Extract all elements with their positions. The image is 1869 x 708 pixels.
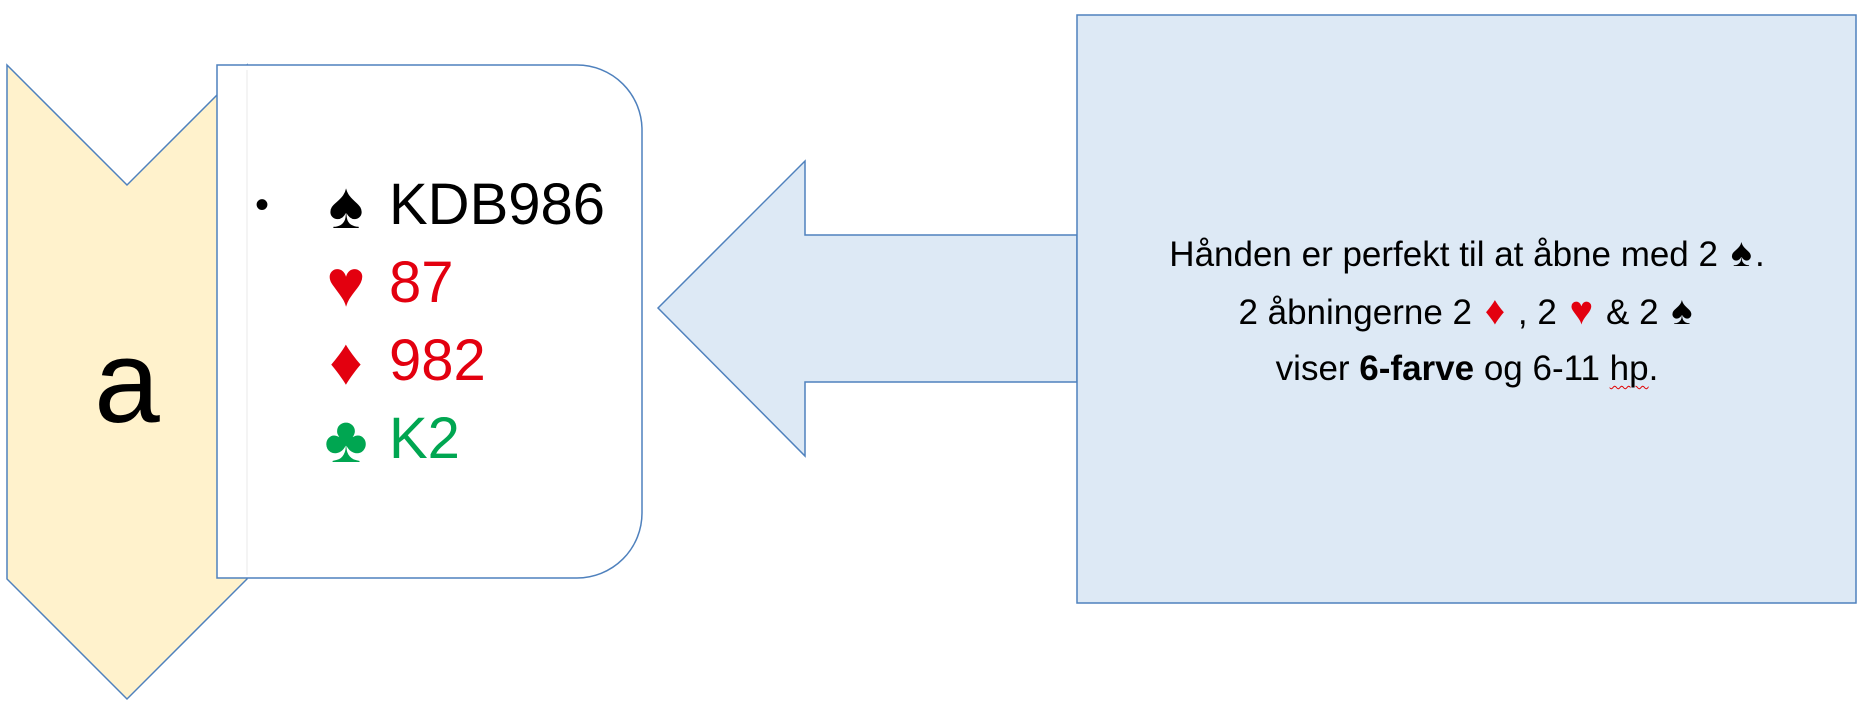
chevron-shape: [6, 63, 248, 701]
explanation-text: Hånden er perfekt til at åbne med 2 ♠. 2…: [1082, 225, 1852, 397]
spade-icon: ♠: [328, 168, 364, 242]
spade-holding: KDB986: [389, 172, 606, 237]
chevron-label: a: [94, 316, 160, 448]
explanation-line-2-a: 2 åbningerne 2: [1238, 293, 1472, 332]
diamond-icon: ♦: [329, 324, 363, 398]
diamond-holding: 982: [389, 328, 486, 393]
hp-abbreviation: hp: [1609, 349, 1649, 388]
explanation-box: [1076, 14, 1857, 604]
hand-row-clubs: ♣ K2: [255, 399, 460, 479]
club-icon: ♣: [324, 402, 368, 476]
explanation-line-3-b: og 6-11: [1474, 349, 1610, 388]
club-holding: K2: [389, 406, 460, 471]
explanation-line-1: Hånden er perfekt til at åbne med 2 ♠.: [1082, 225, 1852, 283]
heart-holding: 87: [389, 250, 454, 315]
explanation-line-2: 2 åbningerne 2 ♦ , 2 ♥ & 2 ♠: [1082, 283, 1852, 341]
hand-row-diamonds: ♦ 982: [255, 321, 486, 401]
six-card-suit-term: 6-farve: [1359, 349, 1475, 388]
spade-icon: ♠: [1671, 289, 1693, 333]
left-arrow-shape: [656, 159, 1078, 458]
spade-icon: ♠: [1730, 231, 1752, 275]
explanation-line-1-end: .: [1754, 235, 1765, 274]
hand-row-spades: • ♠ KDB986: [255, 165, 605, 245]
explanation-line-3-d: .: [1648, 349, 1659, 388]
hand-row-hearts: ♥ 87: [255, 243, 454, 323]
explanation-line-3: viser 6-farve og 6-11 hp.: [1082, 341, 1852, 397]
diamond-icon: ♦: [1484, 289, 1506, 333]
explanation-line-2-c: & 2: [1606, 293, 1659, 332]
explanation-line-3-a: viser: [1275, 349, 1360, 388]
explanation-line-2-b: , 2: [1517, 293, 1557, 332]
hand-card: [216, 64, 643, 579]
bullet-point: •: [255, 183, 270, 227]
explanation-line-1-text: Hånden er perfekt til at åbne med 2: [1169, 235, 1718, 274]
heart-icon: ♥: [326, 246, 366, 320]
heart-icon: ♥: [1569, 289, 1594, 333]
